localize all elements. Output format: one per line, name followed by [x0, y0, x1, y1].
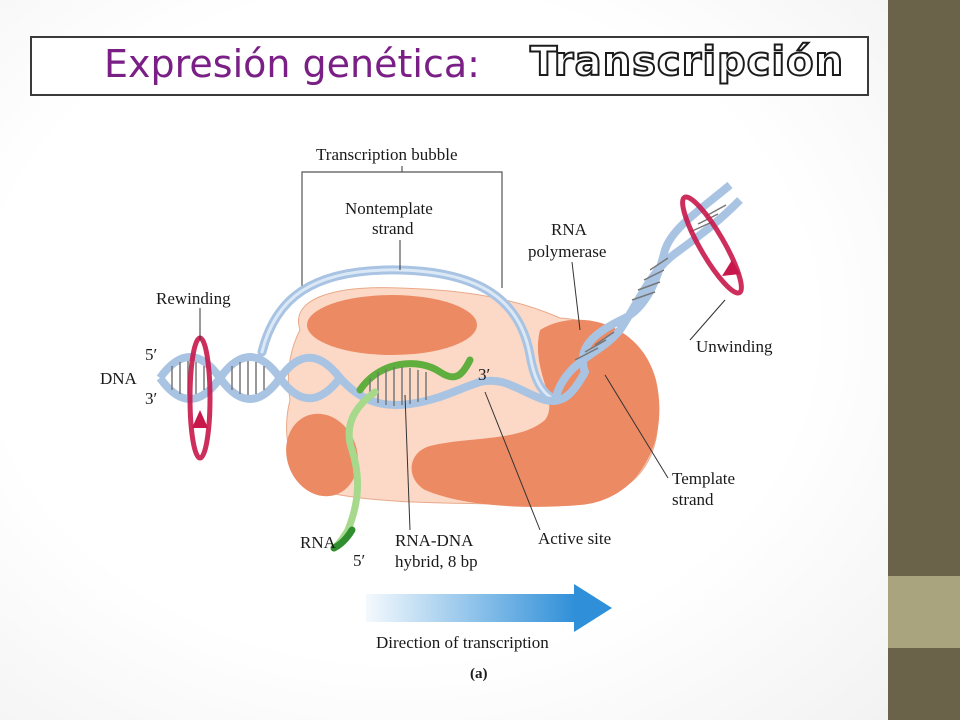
dna-label: DNA	[100, 369, 138, 388]
active-site-label: Active site	[538, 529, 611, 548]
nontemplate-label-line1: Nontemplate	[345, 199, 433, 218]
title-box: Expresión genética: Transcripción	[30, 36, 869, 96]
sidebar-band-bottom	[888, 648, 960, 720]
nontemplate-label-line2: strand	[372, 219, 414, 238]
template-label-line1: Template	[672, 469, 735, 488]
hybrid-label-line2: hybrid, 8 bp	[395, 552, 478, 571]
template-label-line2: strand	[672, 490, 714, 509]
dna-three-prime-label: 3′	[145, 389, 157, 408]
leader-lines	[199, 240, 726, 531]
direction-label: Direction of transcription	[376, 633, 549, 652]
rna-polymerase-label-line2: polymerase	[528, 242, 606, 261]
polymerase-lobe-top	[307, 295, 477, 355]
hybrid-label-line1: RNA-DNA	[395, 531, 474, 550]
rna-strand-tail	[330, 526, 356, 552]
template-strand	[336, 368, 589, 409]
rna-five-prime-label: 5′	[353, 551, 365, 570]
polymerase-lobe-right	[411, 319, 660, 507]
rna-polymerase-label-line1: RNA	[551, 220, 588, 239]
polymerase-lobe-left	[286, 413, 358, 497]
direction-arrow	[366, 584, 612, 632]
sidebar-band-middle	[888, 576, 960, 648]
rna-label: RNA	[300, 533, 337, 552]
dna-five-prime-label: 5′	[145, 345, 157, 364]
transcription-diagram: Transcription bubble	[100, 145, 773, 682]
nontemplate-strand-highlight	[260, 268, 557, 402]
rewinding-label: Rewinding	[156, 289, 231, 308]
transcription-bubble-label: Transcription bubble	[316, 145, 458, 164]
unwinding-arrow	[680, 194, 744, 296]
panel-label: (a)	[470, 666, 488, 682]
rna-three-prime-label: 3′	[478, 365, 490, 384]
sidebar-band-top	[888, 0, 960, 576]
title-subtitle: Transcripción	[529, 38, 845, 86]
title-main: Expresión genética:	[104, 42, 480, 86]
rna-polymerase	[286, 287, 660, 507]
unwinding-label: Unwinding	[696, 337, 773, 356]
rna-dna-hybrid	[356, 356, 474, 406]
